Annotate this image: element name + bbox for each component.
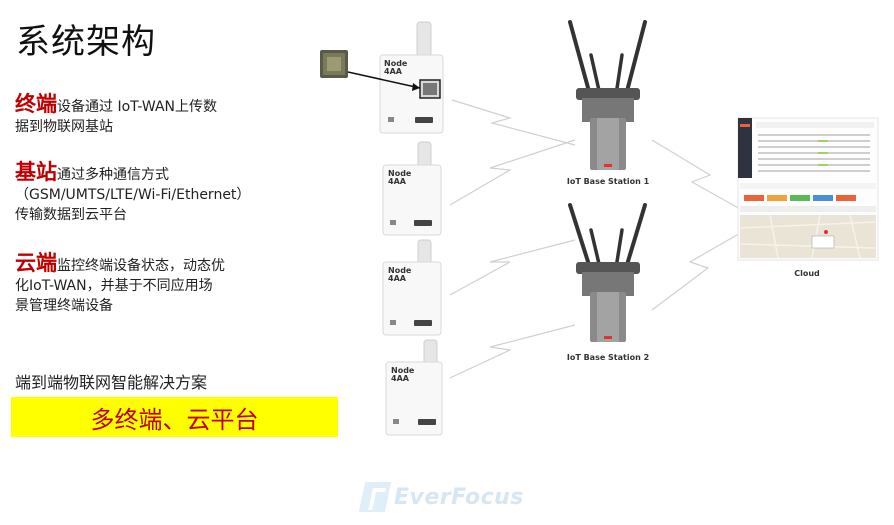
node-device-1: Node 4AA bbox=[347, 21, 444, 134]
keyword-station: 基站 bbox=[15, 160, 57, 184]
node-1-label: Node bbox=[384, 59, 408, 68]
cloud-line-1: 监控终端设备状态，动态优 bbox=[57, 258, 225, 274]
keyword-terminal: 终端 bbox=[15, 92, 57, 116]
station-line-2: （GSM/UMTS/LTE/Wi-Fi/Ethernet） bbox=[15, 187, 251, 203]
link-node1-station1 bbox=[451, 99, 576, 146]
station-description: 基站通过多种通信方式 （GSM/UMTS/LTE/Wi-Fi/Ethernet）… bbox=[15, 162, 315, 225]
link-station1-cloud bbox=[651, 139, 743, 211]
logo-text: EverFocus bbox=[394, 484, 524, 510]
cloud-line-3: 景管理终端设备 bbox=[15, 298, 113, 314]
base-station-1: IoT Base Station 1 bbox=[567, 20, 650, 186]
keyword-cloud: 云端 bbox=[15, 251, 57, 275]
node-1-sublabel: 4AA bbox=[384, 67, 403, 76]
station-line-3: 传输数据到云平台 bbox=[15, 207, 127, 223]
node-2-label: Node bbox=[388, 169, 412, 178]
base-station-2: IoT Base Station 2 bbox=[567, 203, 649, 362]
banner-text: 多终端、云平台 bbox=[90, 405, 259, 434]
node-4-label: Node bbox=[391, 366, 415, 375]
everfocus-logo: EverFocus bbox=[358, 480, 532, 514]
cloud-line-2: 化IoT-WAN，并基于不同应用场 bbox=[15, 278, 213, 294]
wireless-links bbox=[449, 99, 743, 379]
link-node3-station2 bbox=[449, 239, 576, 296]
logo-mark-icon bbox=[358, 482, 392, 512]
cloud-dashboard: Cloud bbox=[737, 117, 879, 278]
node-device-2: Node 4AA bbox=[382, 141, 442, 236]
node-4-sublabel: 4AA bbox=[391, 374, 410, 383]
station-1-label: IoT Base Station 1 bbox=[567, 177, 650, 186]
page-title: 系统架构 bbox=[16, 22, 156, 62]
station-line-1: 通过多种通信方式 bbox=[57, 167, 169, 183]
node-3-sublabel: 4AA bbox=[388, 274, 407, 283]
link-node2-station1 bbox=[449, 139, 576, 206]
link-node4-station2 bbox=[449, 324, 576, 379]
node-device-4: Node 4AA bbox=[385, 339, 443, 436]
node-device-3: Node 4AA bbox=[382, 239, 442, 336]
solution-subtitle: 端到端物联网智能解决方案 bbox=[15, 373, 208, 392]
solution-banner: 多终端、云平台 bbox=[11, 397, 338, 437]
cloud-label: Cloud bbox=[794, 269, 820, 278]
terminal-description: 终端设备通过 IoT-WAN上传数 据到物联网基站 bbox=[15, 94, 315, 137]
terminal-line-2: 据到物联网基站 bbox=[15, 119, 113, 135]
node-2-sublabel: 4AA bbox=[388, 177, 407, 186]
cloud-description: 云端监控终端设备状态，动态优 化IoT-WAN，并基于不同应用场 景管理终端设备 bbox=[15, 253, 315, 316]
node-3-label: Node bbox=[388, 266, 412, 275]
station-2-label: IoT Base Station 2 bbox=[567, 353, 649, 362]
lora-chip-module bbox=[320, 50, 348, 78]
link-station2-cloud bbox=[651, 231, 743, 311]
terminal-line-1: 设备通过 IoT-WAN上传数 bbox=[57, 99, 218, 115]
